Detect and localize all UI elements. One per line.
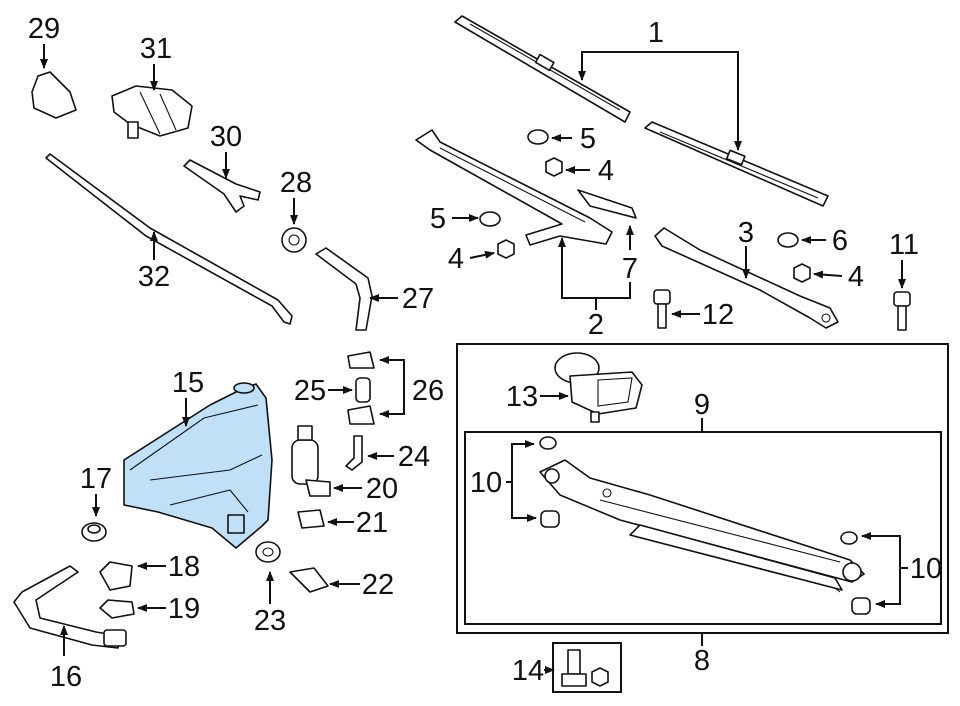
- callout-23: 23: [254, 605, 286, 637]
- reservoir-grommet-part: [81, 522, 107, 542]
- callout-24: 24: [398, 441, 430, 473]
- wiper-blade-part: [454, 15, 829, 207]
- callout-20: 20: [366, 473, 398, 505]
- hardware-kit-part: [561, 649, 609, 687]
- callout-28: 28: [280, 167, 312, 199]
- sensor-seal-part: [255, 541, 281, 563]
- washer-reservoir-part: [123, 382, 273, 549]
- leader-lines: [40, 44, 908, 674]
- callout-labels: 1 2 3 4 4 4 5 5 6 7 8 9 10 10 11 12 13 1…: [28, 13, 942, 693]
- wiper-linkage-part: [539, 459, 865, 593]
- callout-22: 22: [362, 569, 394, 601]
- callout-5-top: 5: [580, 123, 596, 155]
- callout-3: 3: [738, 217, 754, 249]
- callout-4-mid: 4: [448, 243, 464, 275]
- callout-27: 27: [402, 283, 434, 315]
- callout-32: 32: [138, 261, 170, 293]
- arm-cover-part: [577, 189, 637, 219]
- hose-elbow-part: [345, 435, 363, 471]
- wiper-motor-part: [554, 352, 643, 423]
- callout-31: 31: [140, 33, 172, 65]
- callout-13: 13: [506, 381, 538, 413]
- seal-part: [99, 561, 133, 591]
- callout-29: 29: [28, 13, 60, 45]
- callout-7: 7: [622, 253, 638, 285]
- callout-8: 8: [694, 645, 710, 677]
- filler-neck-part: [13, 565, 127, 649]
- callout-10-right: 10: [910, 553, 942, 585]
- nut-and-cap-parts: [479, 129, 811, 283]
- left-wiper-arm-part: [415, 129, 613, 246]
- callout-9: 9: [694, 389, 710, 421]
- bolt-parts: [653, 289, 911, 331]
- callout-25: 25: [294, 375, 326, 407]
- nozzle-hose-part: [183, 159, 261, 213]
- nozzle-cap-part: [31, 71, 77, 119]
- callout-18: 18: [168, 551, 200, 583]
- callout-10-left: 10: [470, 467, 502, 499]
- callout-16: 16: [50, 661, 82, 693]
- level-sensor-part: [289, 567, 329, 593]
- callout-1: 1: [648, 17, 664, 49]
- callout-15: 15: [172, 367, 204, 399]
- cap-part: [99, 599, 135, 619]
- callout-6: 6: [832, 225, 848, 257]
- washer-nozzle-part: [111, 85, 193, 139]
- callout-4-right: 4: [848, 261, 864, 293]
- callout-2: 2: [588, 309, 604, 341]
- callout-14: 14: [512, 655, 544, 687]
- weatherstrip-part: [45, 153, 293, 325]
- callout-17: 17: [80, 463, 112, 495]
- callout-21: 21: [356, 507, 388, 539]
- callout-5-mid: 5: [430, 203, 446, 235]
- washer-hose-part: [315, 247, 373, 331]
- callout-19: 19: [168, 593, 200, 625]
- pump-grommet-part: [297, 509, 325, 529]
- connector-parts: [347, 351, 375, 425]
- callout-26: 26: [412, 375, 444, 407]
- washer-pump-part: [291, 425, 331, 497]
- grommet-parts: [539, 436, 871, 615]
- callout-12: 12: [702, 299, 734, 331]
- hose-grommet-part: [281, 227, 307, 253]
- callout-4-top: 4: [598, 155, 614, 187]
- callout-30: 30: [210, 121, 242, 153]
- callout-11: 11: [889, 229, 919, 261]
